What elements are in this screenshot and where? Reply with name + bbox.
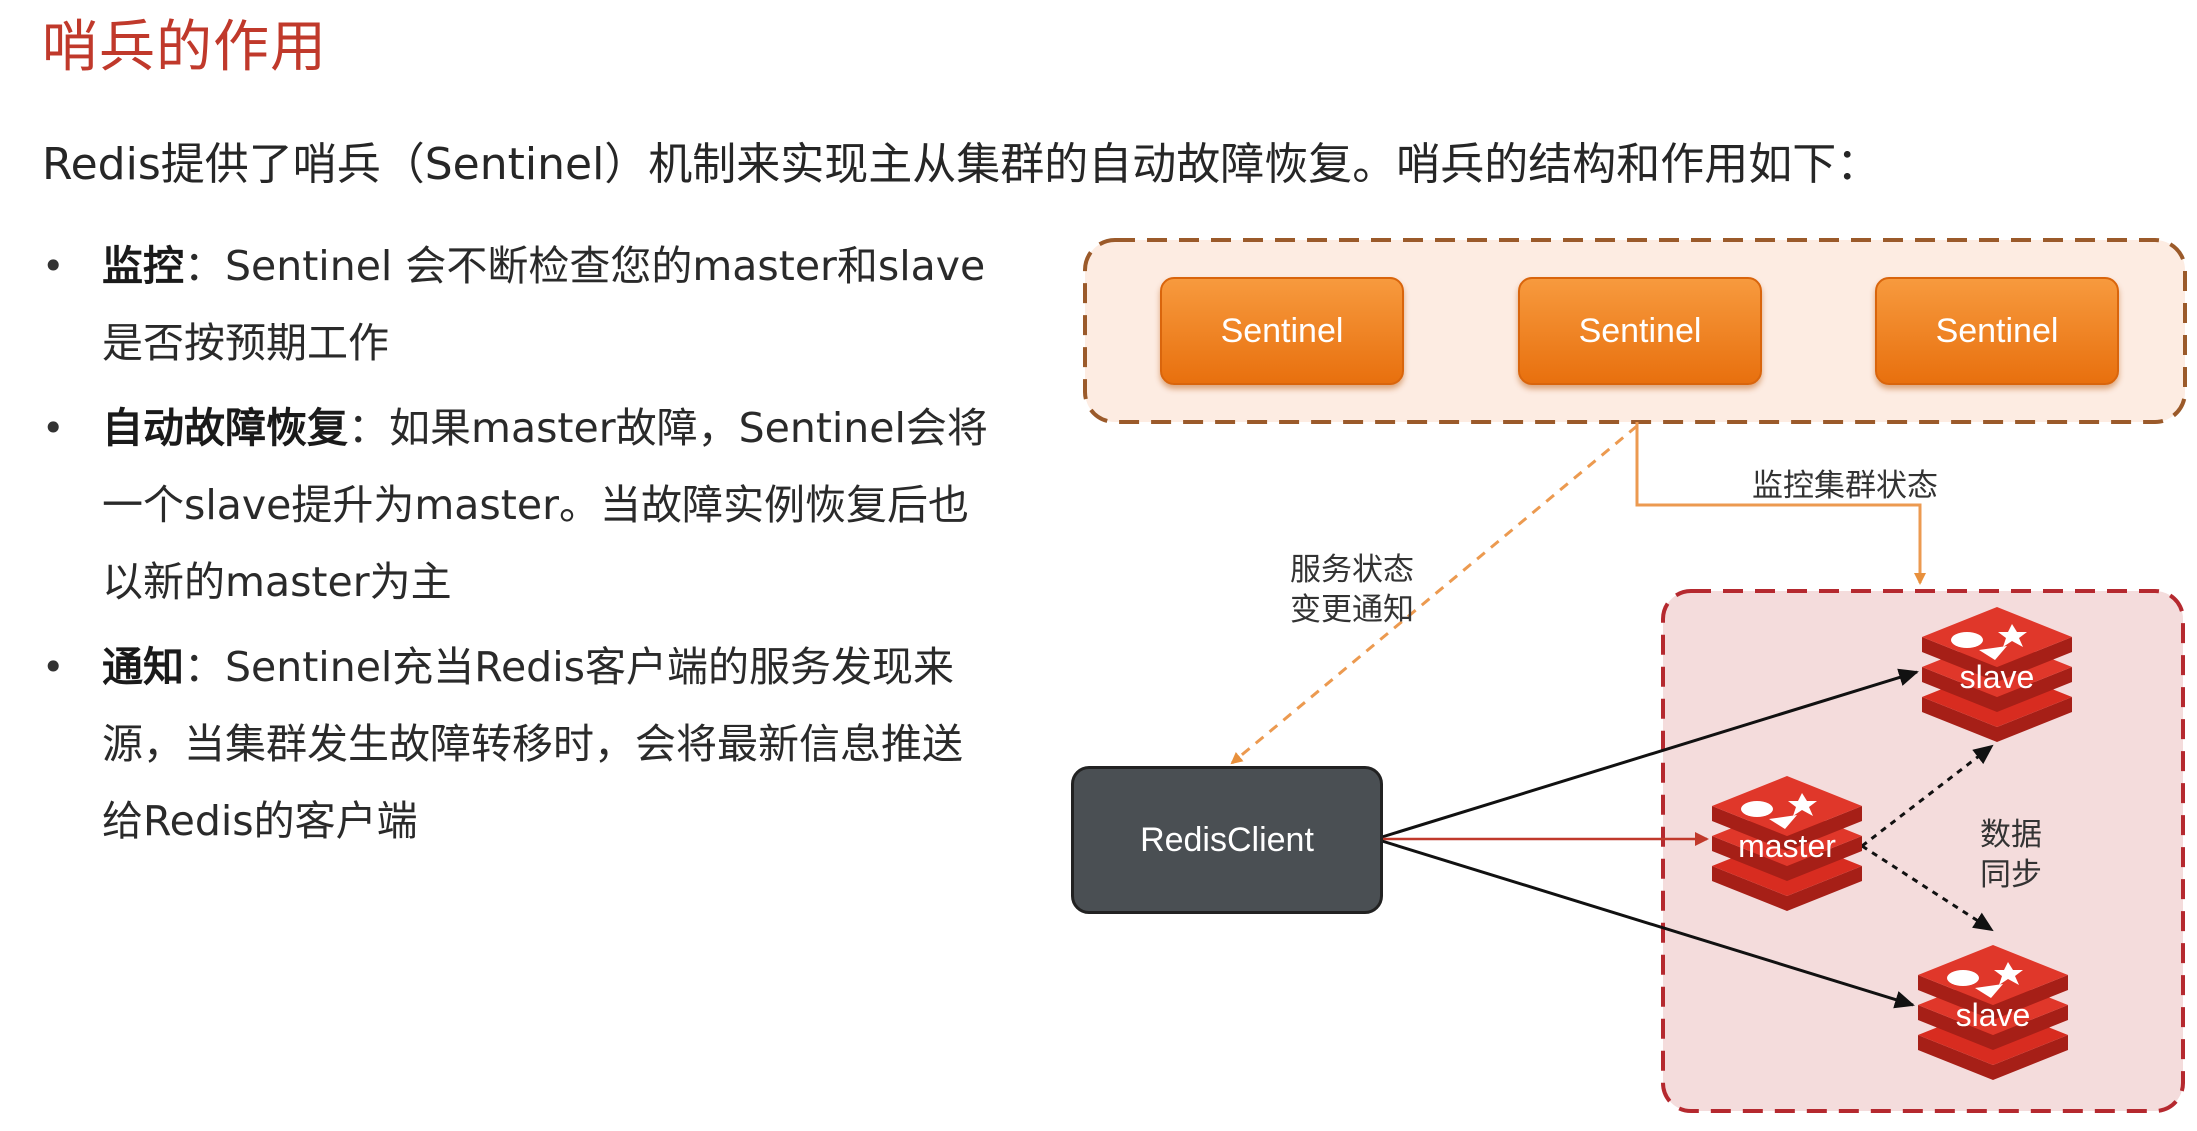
redis-slave-top: slave (1917, 602, 2077, 742)
client-to-slave-top-arrow (1381, 668, 1919, 839)
bullet-term: 自动故障恢复 (102, 404, 348, 452)
notify-label-line2: 变更通知 (1290, 592, 1414, 628)
master-label: master (1738, 828, 1836, 864)
redis-client-box: RedisClient (1071, 766, 1383, 914)
redis-logo-icon (1712, 776, 1862, 911)
notify-label-line1: 服务状态 (1290, 552, 1414, 588)
slave-label: slave (1955, 997, 2031, 1033)
list-item: • 自动故障恢复：如果master故障，Sentinel会将一个slave提升为… (42, 390, 1002, 621)
bullet-text: 如果master故障，Sentinel会将一个slave提升为master。当故… (102, 404, 988, 606)
sync-arrow-bottom (1861, 844, 1994, 932)
sync-label-line2: 同步 (1980, 857, 2042, 893)
sentinel-node-2: Sentinel (1518, 277, 1762, 385)
bullet-dot-icon: • (42, 244, 65, 288)
bullet-dot-icon: • (42, 406, 65, 450)
redis-logo-icon (1922, 607, 2072, 742)
bullet-term: 监控 (102, 242, 184, 290)
monitor-label: 监控集群状态 (1752, 468, 1938, 504)
bullet-separator: ： (348, 404, 389, 452)
bullet-text: Sentinel充当Redis客户端的服务发现来源，当集群发生故障转移时，会将最… (102, 643, 963, 845)
slave-label: slave (1959, 659, 2035, 695)
redis-master: master (1707, 771, 1867, 911)
page-title: 哨兵的作用 (42, 15, 327, 80)
bullet-separator: ： (184, 242, 225, 290)
list-item: • 监控：Sentinel 会不断检查您的master和slave是否按预期工作 (42, 228, 1002, 382)
redis-slave-bottom: slave (1913, 940, 2073, 1080)
sync-arrow-top (1861, 744, 1994, 848)
sentinel-node-1: Sentinel (1160, 277, 1404, 385)
bullet-dot-icon: • (42, 645, 65, 689)
redis-logo-icon (1918, 945, 2068, 1080)
bullet-text: Sentinel 会不断检查您的master和slave是否按预期工作 (102, 242, 986, 367)
list-item: • 通知：Sentinel充当Redis客户端的服务发现来源，当集群发生故障转移… (42, 629, 1002, 860)
bullet-separator: ： (184, 643, 225, 691)
sync-label-line1: 数据 (1980, 817, 2042, 853)
feature-list: • 监控：Sentinel 会不断检查您的master和slave是否按预期工作… (42, 228, 1002, 868)
bullet-term: 通知 (102, 643, 184, 691)
sentinel-node-3: Sentinel (1875, 277, 2119, 385)
intro-text: Redis提供了哨兵（Sentinel）机制来实现主从集群的自动故障恢复。哨兵的… (42, 139, 1881, 190)
client-to-slave-bottom-arrow (1381, 839, 1915, 1009)
monitor-arrow (1635, 422, 1926, 585)
notify-arrow (1230, 424, 1638, 765)
